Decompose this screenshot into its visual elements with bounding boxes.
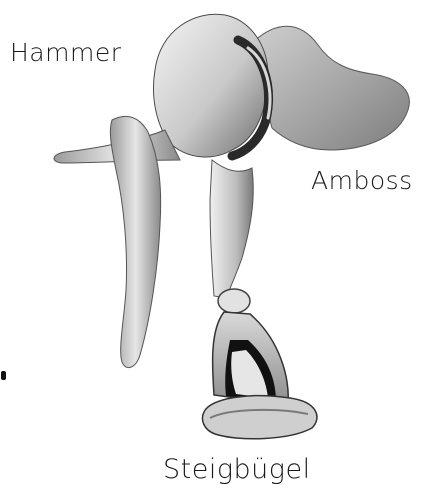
incus-long-process [210,160,253,298]
stapes-footplate [202,396,316,439]
incus-body [250,26,409,150]
label-amboss: Amboss [311,166,413,195]
label-steigbuegel: Steigbügel [163,454,311,485]
label-hammer: Hammer [10,38,121,67]
stapes-head [218,289,250,313]
edge-mark [1,371,6,380]
malleus-head [154,14,268,157]
malleus-handle [110,116,160,367]
